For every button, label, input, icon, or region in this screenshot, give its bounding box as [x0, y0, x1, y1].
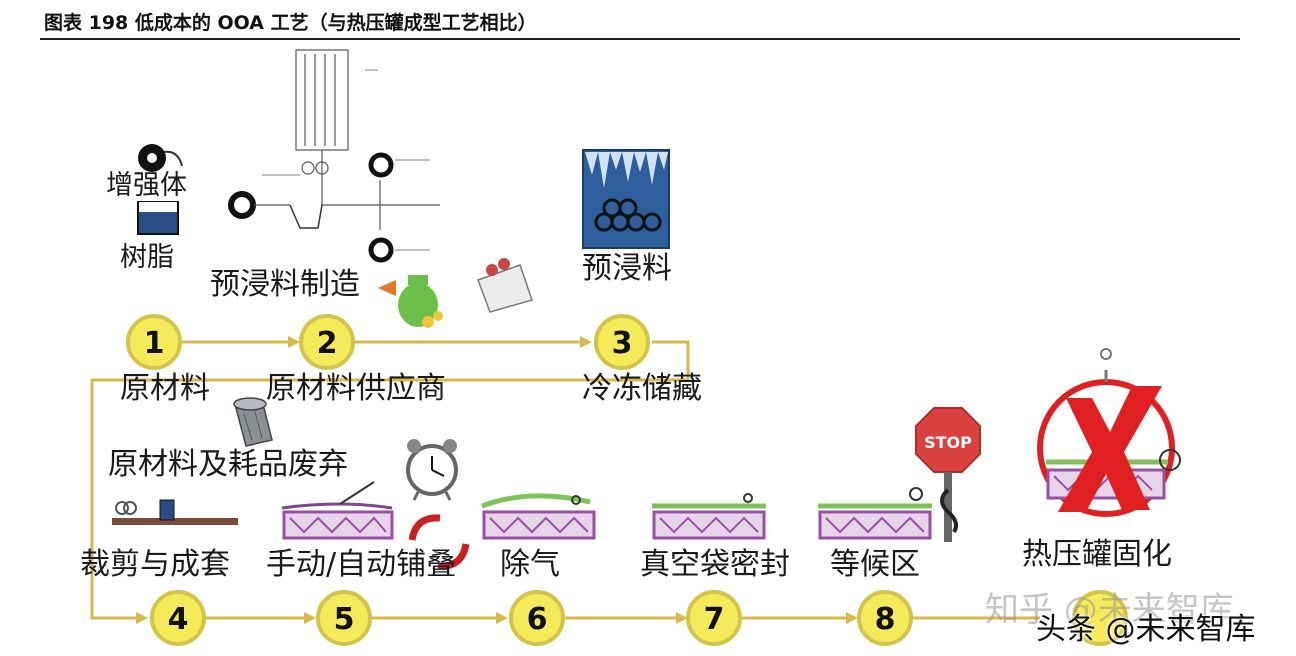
step-number-4: 4: [168, 602, 189, 637]
arrow-head-6: [496, 612, 508, 624]
watermark-line-1: 知乎 @未来智库: [985, 590, 1234, 630]
label-supplier: 原材料供应商: [266, 371, 446, 406]
label-reinforcement: 增强体: [106, 170, 187, 201]
flow-lines: [90, 336, 1040, 624]
step-number-3: 3: [612, 326, 633, 361]
label-debulk: 除气: [500, 547, 560, 582]
cold-storage-icon: [582, 149, 670, 249]
step-number-2: 2: [317, 326, 338, 361]
label-prepreg: 预浸料: [582, 251, 672, 286]
step-circle-5: 5: [316, 590, 372, 646]
arrow-head-4: [136, 612, 148, 624]
step-number-7: 7: [704, 602, 725, 637]
step-circle-2: 2: [299, 314, 355, 370]
step-circle-8: 8: [857, 590, 913, 646]
prepreg-machine-icon: [228, 49, 440, 263]
label-vacuum-bag: 真空袋密封: [640, 547, 790, 582]
step-number-8: 8: [875, 602, 896, 637]
stop-sign-text: STOP: [924, 433, 972, 452]
product-box-icon: [477, 258, 533, 313]
step-number-6: 6: [527, 602, 548, 637]
arrow-head-8: [846, 612, 858, 624]
label-prepreg-making: 预浸料制造: [210, 267, 360, 302]
alarm-clock-icon: [406, 439, 458, 501]
money-bag-icon: [378, 275, 443, 328]
title-rule: [40, 38, 1240, 40]
label-cutting: 裁剪与成套: [80, 547, 230, 582]
stop-sign-icon: STOP: [915, 407, 981, 542]
reinforcement-spool-icon: [138, 144, 183, 172]
arrow-head-2: [288, 336, 300, 348]
arrow-head-3: [580, 336, 592, 348]
step-number-1: 1: [144, 326, 165, 361]
flow-line-3-4: [90, 340, 690, 620]
vacuum-bag-tool-icon: [652, 493, 766, 540]
step-circle-4: 4: [150, 590, 206, 646]
step-circle-3: 3: [594, 314, 650, 370]
label-cold-storage: 冷冻储藏: [582, 371, 702, 406]
figure-title: 图表 198 低成本的 OOA 工艺（与热压罐成型工艺相比）: [44, 12, 537, 34]
step-circle-1: 1: [126, 314, 182, 370]
label-layup: 手动/自动铺叠: [266, 547, 457, 582]
label-waiting: 等候区: [830, 547, 920, 582]
label-waste: 原材料及耗品废弃: [108, 447, 348, 482]
step-number-5: 5: [334, 602, 355, 637]
autoclave-crossed-icon: [1037, 348, 1181, 517]
debulk-tool-icon: [481, 493, 596, 540]
label-resin: 树脂: [120, 242, 174, 273]
waiting-tool-icon: [818, 487, 932, 540]
rotate-arrows-icon: [408, 514, 470, 570]
step-circle-7: 7: [686, 590, 742, 646]
trash-can-icon: [233, 397, 273, 447]
step-circle-6: 6: [509, 590, 565, 646]
arrow-head-5: [304, 612, 316, 624]
cutting-table-icon: [112, 499, 238, 525]
layup-tool-icon: [281, 481, 394, 540]
resin-beaker-icon: [137, 201, 179, 235]
label-raw-material: 原材料: [120, 371, 210, 406]
step-circle-9: [1072, 590, 1128, 646]
watermark-line-2: 头条 @未来智库: [1036, 612, 1256, 647]
arrow-head-7: [676, 612, 688, 624]
label-autoclave: 热压罐固化: [1022, 537, 1172, 572]
